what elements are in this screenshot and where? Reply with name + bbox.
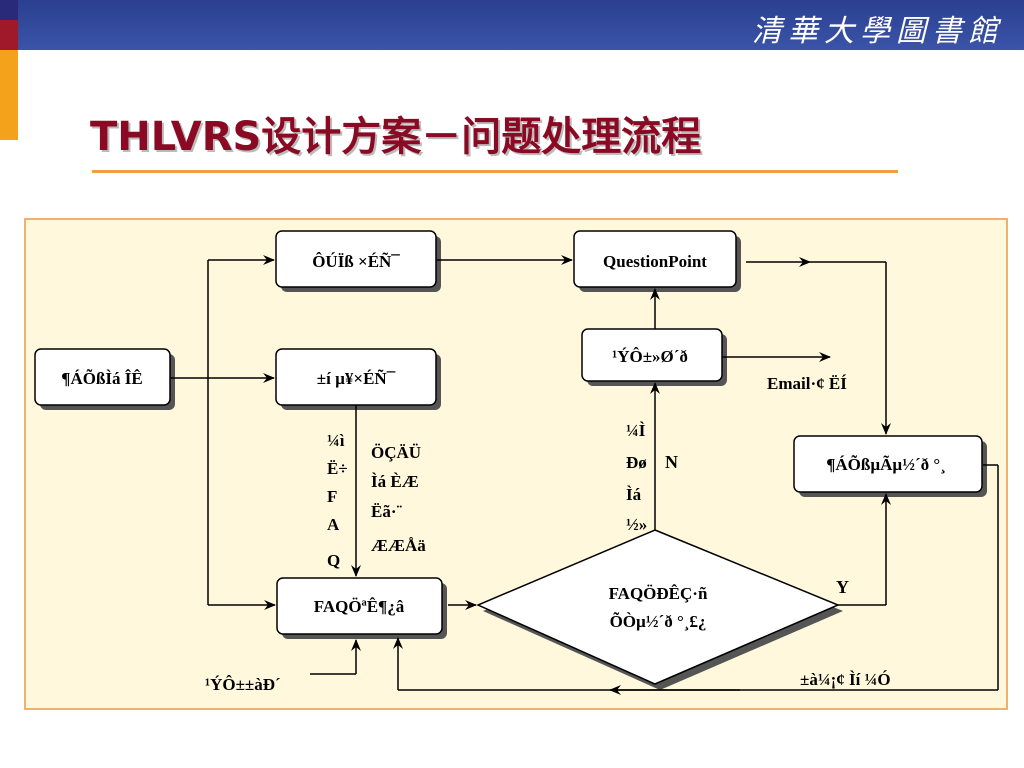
search-col2-line-4: ÆÆÅä: [371, 536, 426, 555]
submit-line-1: ¼Ì: [626, 421, 646, 440]
library-logo: 清華大學圖書館: [752, 14, 1004, 49]
submit-label: ¼Ì Ðø Ìá ½»: [626, 421, 647, 534]
node-realtime: ÔÚÏß ×ÉÑ¯: [275, 230, 441, 292]
banner-accent: [0, 0, 18, 50]
connectors: [170, 255, 999, 695]
node-form-label: ±í µ¥×ÉÑ¯: [317, 369, 396, 388]
search-faq-label: ¼ì Ë÷ F A Q: [327, 431, 348, 570]
auto-answer-label: ±à¼­¡¢ Ìí ¼Ó: [800, 670, 891, 689]
node-expert-label: ¹ÝÔ±»Ø´ð: [612, 347, 688, 366]
node-start: ¶ÁÕßÌá ÎÊ: [34, 348, 175, 410]
expert-update-label: ¹ÝÔ±±àÐ´: [205, 675, 281, 694]
search-col1-line-4: A: [327, 515, 340, 534]
smart-match-label: ÖÇÄÜ Ìá ÈÆ Ëã·¨ ÆÆÅä: [371, 443, 426, 555]
search-col2-line-3: Ëã·¨: [371, 502, 403, 521]
submit-line-2: Ðø: [626, 453, 647, 472]
search-col1-line-5: Q: [327, 551, 340, 570]
decision-line-2: ÕÒµ½´ð °¸£¿: [610, 611, 707, 631]
submit-line-4: ½»: [626, 515, 647, 534]
node-expert: ¹ÝÔ±»Ø´ð: [581, 328, 727, 386]
search-col2-line-2: Ìá ÈÆ: [371, 472, 419, 491]
top-banner: [0, 0, 1024, 50]
search-col1-line-3: F: [327, 487, 337, 506]
node-reader-answer: ¶ÁÕßµÃµ½´ð °¸: [793, 435, 987, 497]
node-realtime-label: ÔÚÏß ×ÉÑ¯: [312, 252, 400, 271]
node-questionpoint: QuestionPoint: [573, 230, 741, 292]
node-start-label: ¶ÁÕßÌá ÎÊ: [61, 368, 142, 388]
slide-title: THLVRS设计方案－问题处理流程: [90, 114, 702, 160]
side-accent-bar: [0, 50, 18, 140]
no-label: N: [665, 452, 678, 472]
title-underline: [92, 170, 898, 173]
submit-line-3: Ìá: [626, 485, 642, 504]
yes-label: Y: [836, 577, 849, 597]
node-decision: FAQÖÐÊÇ·ñ ÕÒµ½´ð °¸£¿: [476, 529, 843, 690]
decision-line-1: FAQÖÐÊÇ·ñ: [609, 584, 708, 603]
node-questionpoint-label: QuestionPoint: [603, 252, 707, 271]
node-faq-label: FAQÖªÊ¶¿â: [314, 597, 405, 616]
email-label: Email·¢ ËÍ: [767, 374, 847, 393]
search-col2-line-1: ÖÇÄÜ: [371, 443, 421, 462]
search-col1-line-1: ¼ì: [327, 431, 345, 450]
node-form: ±í µ¥×ÉÑ¯: [275, 348, 441, 410]
search-col1-line-2: Ë÷: [327, 459, 348, 478]
node-faq: FAQÖªÊ¶¿â: [276, 577, 447, 639]
node-reader-answer-label: ¶ÁÕßµÃµ½´ð °¸: [826, 454, 946, 474]
